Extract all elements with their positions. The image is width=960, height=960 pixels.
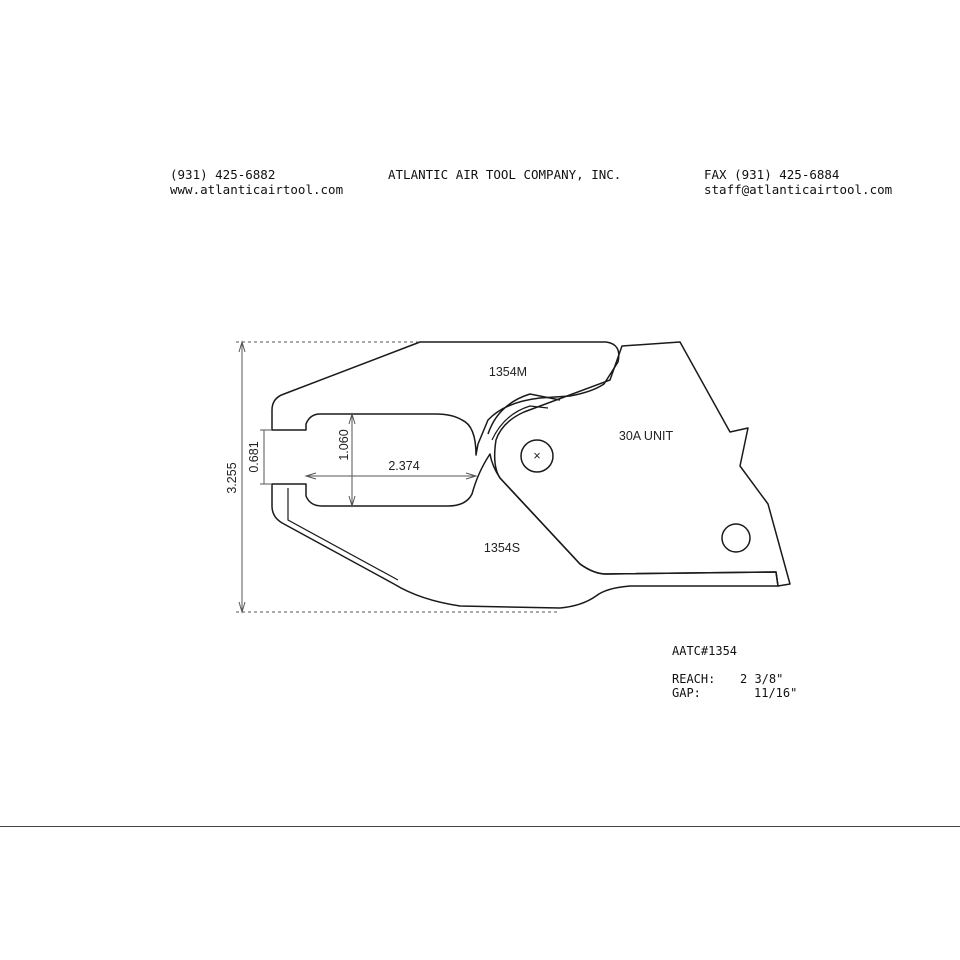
fax-number: FAX (931) 425-6884 bbox=[704, 167, 840, 182]
gap-value: 11/16" bbox=[754, 686, 798, 700]
website-link[interactable]: www.atlanticairtool.com bbox=[170, 182, 344, 197]
phone-number: (931) 425-6882 bbox=[170, 167, 276, 182]
dimension-lines bbox=[236, 340, 560, 614]
mounting-hole bbox=[721, 523, 751, 553]
upper-jaw-outline bbox=[271, 341, 620, 456]
dim-jaw-height: 1.060 bbox=[337, 429, 351, 460]
pivot-ring-inner bbox=[491, 405, 549, 441]
gap-label: GAP: bbox=[672, 686, 701, 700]
dim-overall-height: 3.255 bbox=[225, 462, 239, 493]
dim-gap: 0.681 bbox=[247, 441, 261, 472]
pivot-mark: × bbox=[533, 449, 540, 463]
dim-reach: 2.374 bbox=[388, 459, 419, 473]
reach-value: 2 3/8" bbox=[740, 672, 784, 686]
email-address[interactable]: staff@atlanticairtool.com bbox=[704, 182, 893, 197]
lower-part-label: 1354S bbox=[484, 541, 520, 555]
company-name: ATLANTIC AIR TOOL COMPANY, INC. bbox=[388, 167, 622, 182]
bottom-rule bbox=[0, 826, 960, 827]
upper-part-label: 1354M bbox=[489, 365, 527, 379]
model-number: AATC#1354 bbox=[672, 644, 738, 658]
unit-body-outline bbox=[493, 341, 791, 587]
pivot-ring bbox=[487, 393, 561, 435]
lower-jaw-outline bbox=[271, 453, 779, 609]
unit-label: 30A UNIT bbox=[619, 429, 674, 443]
pivot-hole bbox=[520, 439, 554, 473]
lower-jaw-inner-line bbox=[287, 488, 399, 581]
reach-label: REACH: bbox=[672, 672, 716, 686]
